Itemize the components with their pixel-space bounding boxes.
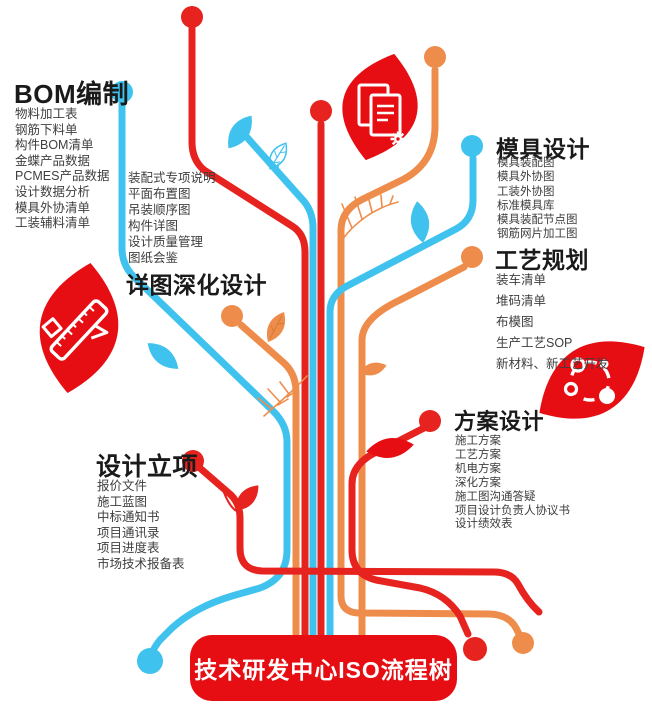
section-title-bom: BOM编制 (14, 79, 130, 109)
list-item: 施工方案 (455, 435, 501, 447)
dot-detail (221, 305, 243, 327)
branch-mold (326, 154, 477, 649)
list-item: 模具装配图 (497, 157, 555, 169)
list-item: 平面布置图 (128, 187, 191, 201)
list-item: 金蝶产品数据 (15, 153, 91, 168)
list-item: 市场技术报备表 (97, 556, 185, 571)
list-item: 模具装配节点图 (497, 214, 578, 227)
section-title-process-planning: 工艺规划 (495, 247, 589, 273)
list-item: 设计数据分析 (15, 184, 91, 199)
list-item: 工装外协图 (497, 185, 555, 198)
section-list-project-initiation: 报价文件施工蓝图中标通知书项目通讯录项目进度表市场技术报备表 (97, 479, 185, 573)
small-leaf-blue-1 (228, 115, 252, 149)
section-list-mold-design: 模具装配图模具外协图工装外协图标准模具库模具装配节点图钢筋网片加工图 (497, 156, 578, 242)
branches (118, 24, 543, 661)
section-list-detail-design: 装配式专项说明平面布置图吊装顺序图构件详图设计质量管理图纸会鉴 (128, 170, 216, 266)
branch-leaf-tip (240, 130, 317, 649)
list-item: 图纸会鉴 (128, 251, 179, 265)
branch-top-orange (337, 66, 524, 640)
list-item: 生产工艺SOP (496, 336, 573, 350)
list-item: 施工图沟通答疑 (455, 490, 536, 503)
list-item: 钢筋下料单 (15, 122, 78, 137)
list-item: 装车清单 (496, 273, 547, 287)
list-item: 构件详图 (128, 219, 179, 233)
list-item: 设计质量管理 (128, 235, 204, 249)
small-leaf-orange-2 (359, 362, 387, 376)
blue-sketch-leaf (268, 142, 288, 173)
dot-process (461, 246, 483, 268)
list-item: 项目设计负责人协议书 (455, 504, 570, 517)
list-item: 设计绩效表 (455, 518, 513, 531)
section-title-mold-design: 模具设计 (496, 136, 590, 162)
title-banner: 技术研发中心ISO流程树 (190, 635, 457, 701)
small-leaf-blue-2 (147, 343, 179, 369)
dot-top-left (181, 6, 203, 28)
list-item: 模具外协图 (497, 171, 555, 184)
branch-detail (237, 321, 300, 649)
small-leaf-red-1 (235, 485, 259, 511)
molecule-network-icon (563, 357, 615, 404)
branch-top-left (188, 24, 309, 649)
dot-mold (461, 135, 483, 157)
twigs (257, 142, 399, 417)
dot-center (310, 100, 332, 122)
list-item: 吊装顺序图 (128, 203, 191, 217)
small-leaf-red-2 (366, 438, 414, 458)
list-item: 装配式专项说明 (128, 171, 216, 185)
leaf-icons (41, 83, 615, 404)
section-title-detail-design: 详图深化设计 (126, 272, 267, 298)
list-item: 深化方案 (455, 476, 501, 489)
leaf-molecule (539, 341, 645, 419)
dot-bom (111, 81, 133, 103)
list-item: 项目通讯录 (97, 525, 160, 540)
list-item: PCMES产品数据 (15, 169, 110, 184)
list-item: 新材料、新工艺开发 (496, 357, 609, 371)
list-item: 布模图 (496, 315, 534, 329)
orange-sprig-upper (341, 194, 399, 241)
list-item: 工装辅料清单 (15, 216, 91, 231)
section-title-project-initiation: 设计立项 (96, 453, 199, 481)
small-leaf-red-stem (221, 486, 237, 512)
dot-project (182, 450, 204, 472)
section-list-scheme-design: 施工方案工艺方案机电方案深化方案施工图沟通答疑项目设计负责人协议书设计绩效表 (455, 435, 570, 532)
orange-sprig-lower (257, 375, 308, 417)
list-item: 施工蓝图 (97, 494, 148, 509)
dot-bottom-orange (512, 632, 534, 654)
dot-top-orange (424, 46, 446, 68)
dot-bottom-red (463, 637, 487, 661)
small-leaf-blue-3 (410, 201, 430, 243)
list-item: 堆码清单 (496, 294, 547, 308)
banner-label: 技术研发中心ISO流程树 (194, 657, 453, 683)
list-item: 工艺方案 (455, 448, 501, 461)
branch-scheme (348, 424, 472, 638)
dot-bottom-blue (137, 648, 163, 674)
document-gear-icon (357, 83, 406, 147)
list-item: 项目进度表 (97, 541, 160, 556)
list-item: 物料加工表 (15, 107, 78, 121)
section-list-process-planning: 装车清单堆码清单布模图生产工艺SOP 新材料、新工艺开发 (496, 270, 609, 375)
small-leaf-orange-1 (266, 311, 286, 343)
list-item: 钢筋网片加工图 (497, 228, 578, 241)
branch-process (358, 263, 468, 649)
section-title-scheme-design: 方案设计 (454, 409, 545, 434)
list-item: 中标通知书 (97, 510, 160, 525)
ruler-pencil-icon (41, 299, 109, 361)
list-item: 构件BOM清单 (15, 138, 94, 153)
dot-scheme (419, 410, 441, 432)
node-dots (111, 6, 534, 674)
list-item: 标准模具库 (497, 199, 555, 212)
list-item: 机电方案 (455, 462, 501, 475)
list-item: 模具外协清单 (15, 200, 91, 215)
list-item: 报价文件 (97, 479, 148, 493)
gear-icon (390, 131, 406, 147)
